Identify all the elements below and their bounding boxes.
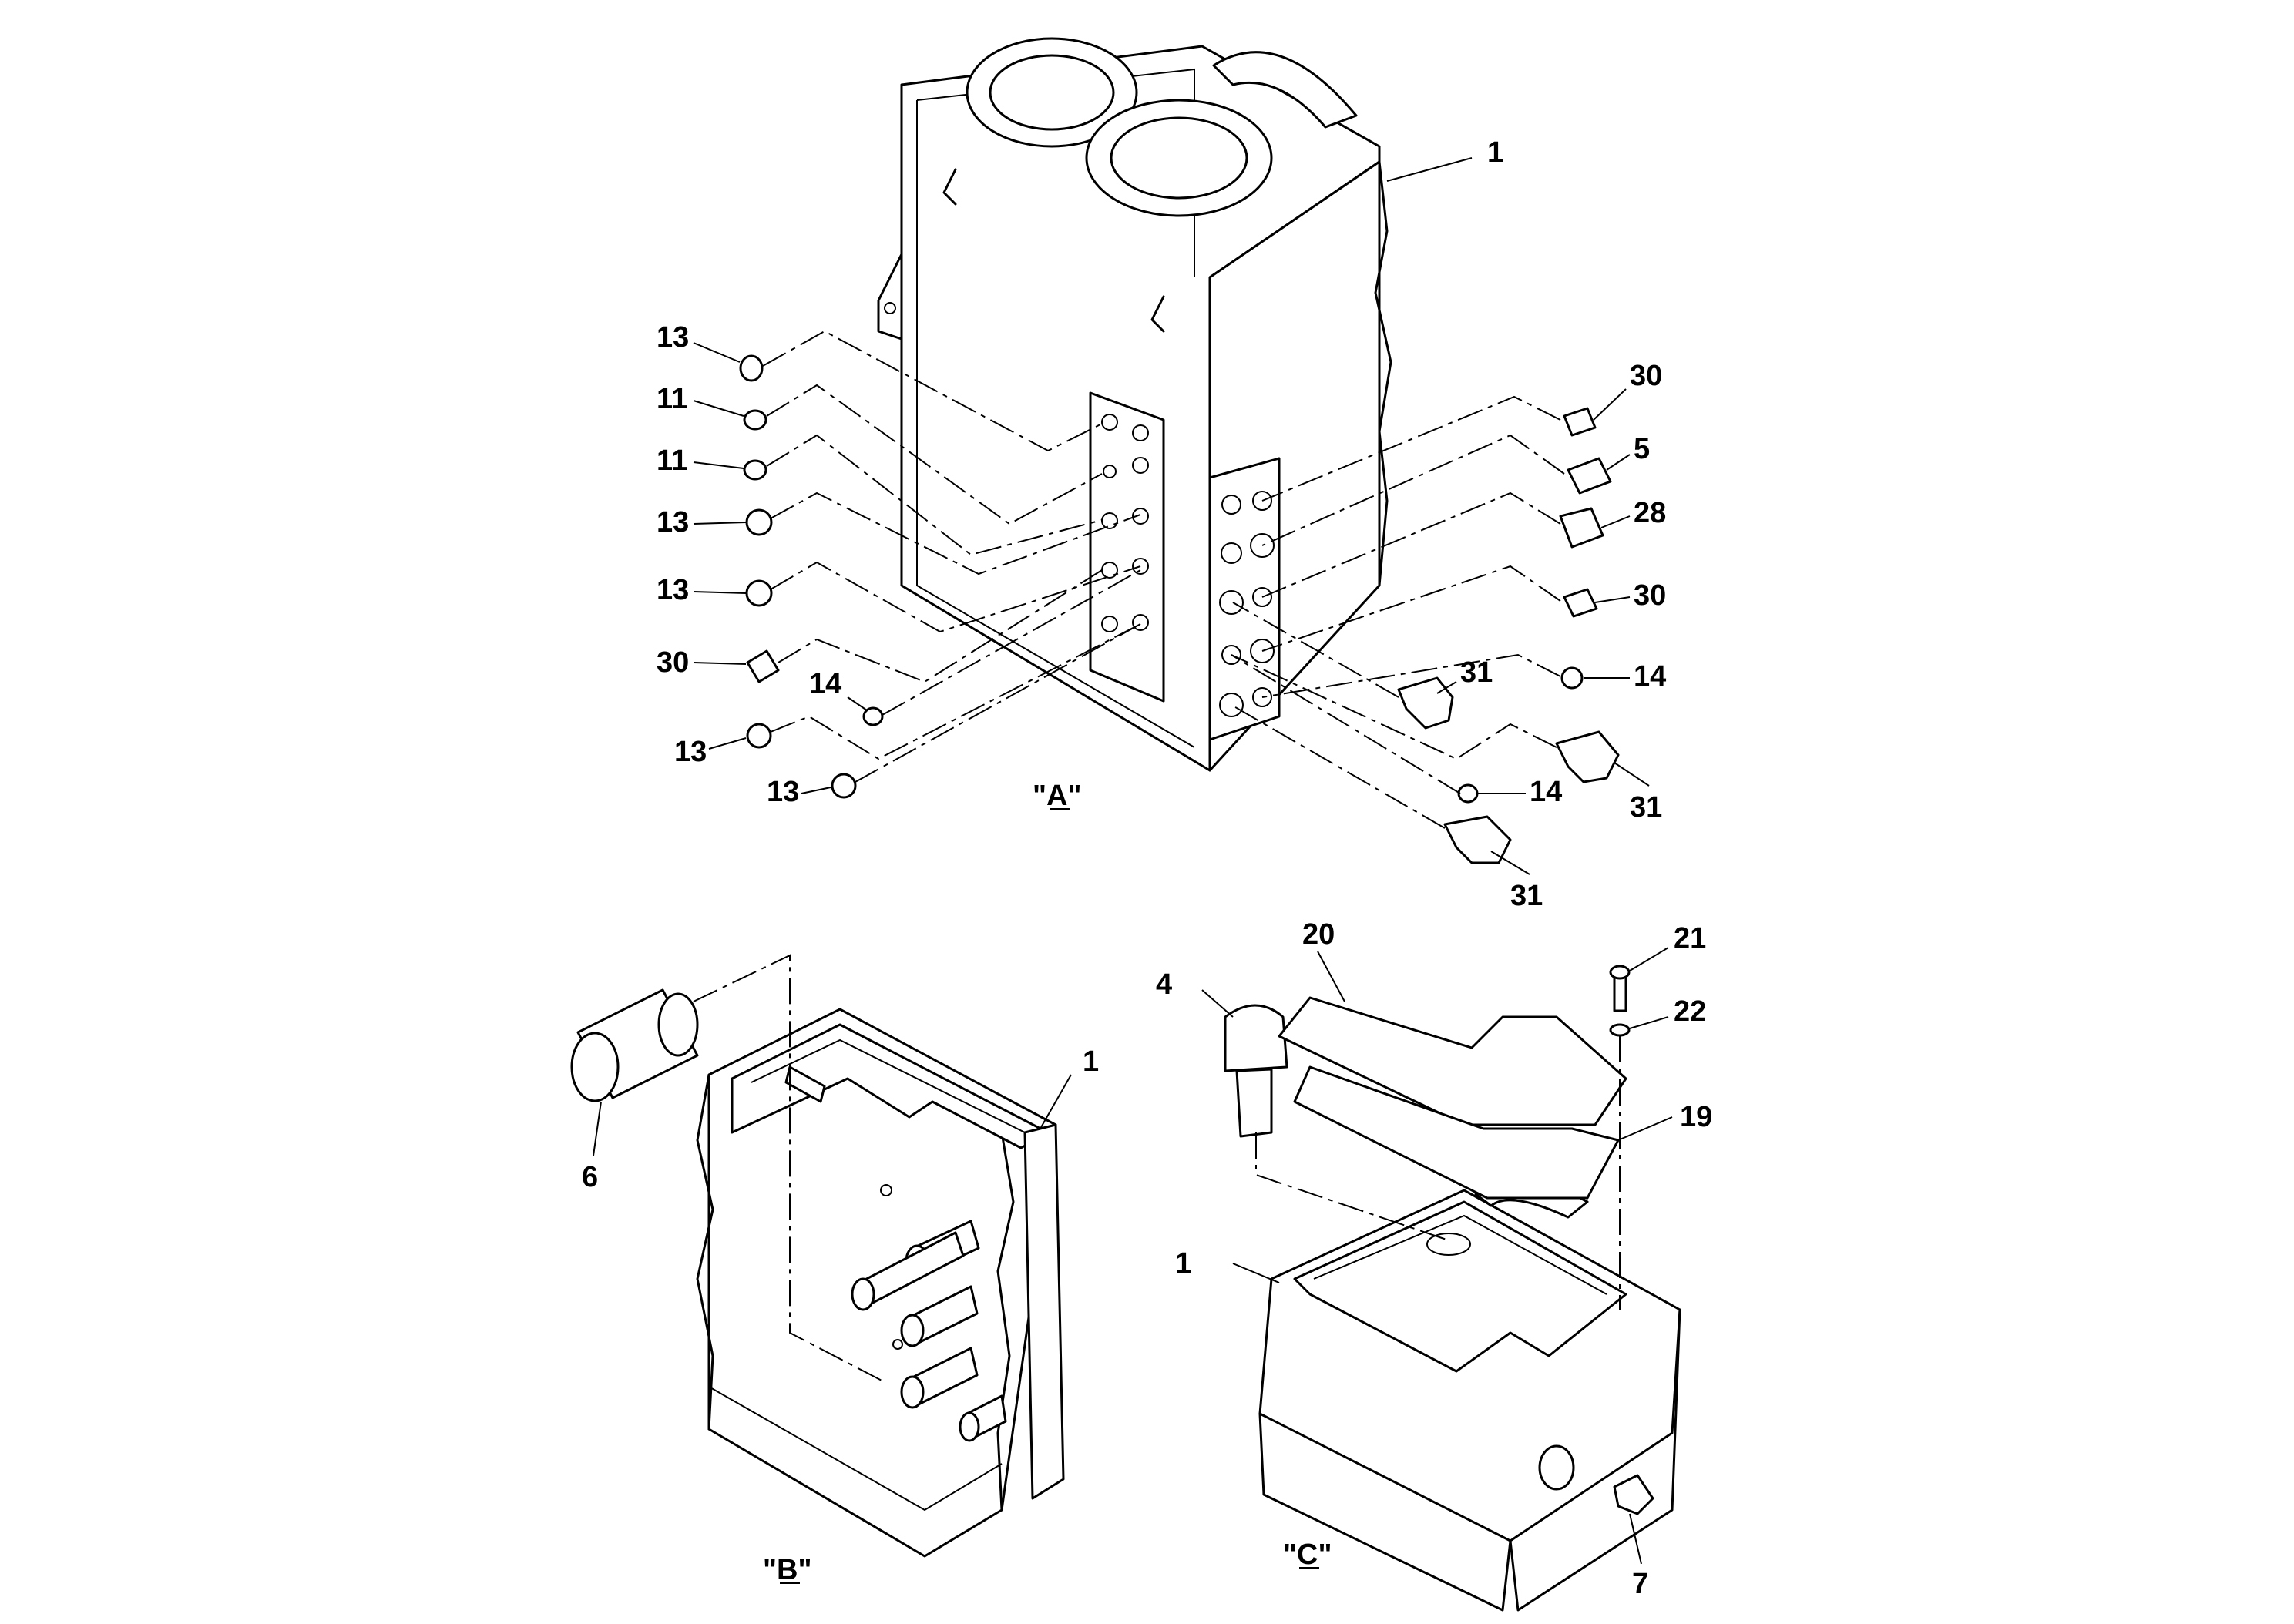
plug-13-c — [745, 579, 773, 607]
drain-plug-7 — [1538, 1444, 1654, 1515]
plug-14-a — [862, 706, 884, 726]
callout-11: 11 — [657, 445, 687, 477]
elbow-31-c — [1443, 815, 1512, 864]
callout-5: 5 — [1634, 433, 1650, 465]
elbow-31-a — [1397, 676, 1454, 730]
view-b-callouts: 1 6 "B" — [582, 1045, 1099, 1586]
callout-1-b: 1 — [1083, 1045, 1099, 1078]
view-b-pipes — [851, 1184, 1007, 1442]
callout-19: 19 — [1680, 1101, 1712, 1133]
callout-14: 14 — [1530, 776, 1562, 808]
callout-6: 6 — [582, 1161, 598, 1193]
callout-21: 21 — [1674, 922, 1706, 955]
callout-14: 14 — [1634, 660, 1666, 693]
callout-30: 30 — [1634, 579, 1666, 612]
view-a-callout-leaders — [693, 157, 1650, 875]
elbow-30-b — [1563, 407, 1597, 437]
fitting-11-a — [743, 409, 767, 431]
callout-31: 31 — [1460, 656, 1493, 689]
elbow-30-a — [746, 649, 780, 683]
fitting-5 — [1567, 457, 1612, 495]
plug-13-e — [831, 773, 857, 799]
plug-13-d — [746, 723, 772, 749]
callout-1-c: 1 — [1175, 1247, 1191, 1280]
elbow-31-b — [1555, 730, 1620, 783]
callout-28: 28 — [1634, 497, 1666, 529]
callout-13: 13 — [657, 321, 689, 354]
view-label-b: "B" — [763, 1554, 811, 1586]
view-a-dashed-leaders — [762, 330, 1565, 829]
plug-14-b — [1560, 666, 1584, 690]
view-label-c: "C" — [1283, 1538, 1332, 1571]
plug-13-b — [745, 508, 773, 536]
callout-13: 13 — [767, 776, 799, 808]
view-c-callouts: 4 20 21 22 19 1 7 "C" — [1156, 918, 1712, 1600]
filter-element-6 — [570, 988, 699, 1102]
callout-13: 13 — [657, 506, 689, 539]
fitting-11-b — [743, 459, 767, 481]
callout-11: 11 — [657, 383, 687, 415]
plug-14-c — [1457, 783, 1479, 804]
elbow-30-c — [1563, 588, 1598, 618]
view-b-tank — [570, 954, 1072, 1558]
callout-20: 20 — [1302, 918, 1335, 951]
callout-31: 31 — [1630, 791, 1662, 824]
callout-13: 13 — [657, 574, 689, 606]
view-a-right-fittings — [1397, 407, 1620, 864]
view-a-tank — [877, 37, 1392, 772]
view-label-a: "A" — [1033, 780, 1081, 812]
callout-14: 14 — [809, 668, 841, 700]
callout-22: 22 — [1674, 995, 1706, 1028]
breather-4 — [1224, 1004, 1288, 1138]
plug-28 — [1559, 507, 1604, 549]
view-c-tank — [1201, 947, 1681, 1612]
plug-13-fitting — [739, 354, 764, 382]
callout-31: 31 — [1510, 880, 1543, 912]
callout-7: 7 — [1632, 1568, 1648, 1600]
view-a-left-fittings — [739, 354, 884, 799]
callout-13: 13 — [674, 736, 707, 768]
view-a-callouts: 1 13 11 11 13 13 30 14 13 13 30 5 28 30 … — [657, 136, 1666, 912]
callout-4: 4 — [1156, 968, 1172, 1001]
callout-30: 30 — [657, 646, 689, 679]
callout-1-a: 1 — [1487, 136, 1503, 169]
callout-30: 30 — [1630, 360, 1662, 392]
